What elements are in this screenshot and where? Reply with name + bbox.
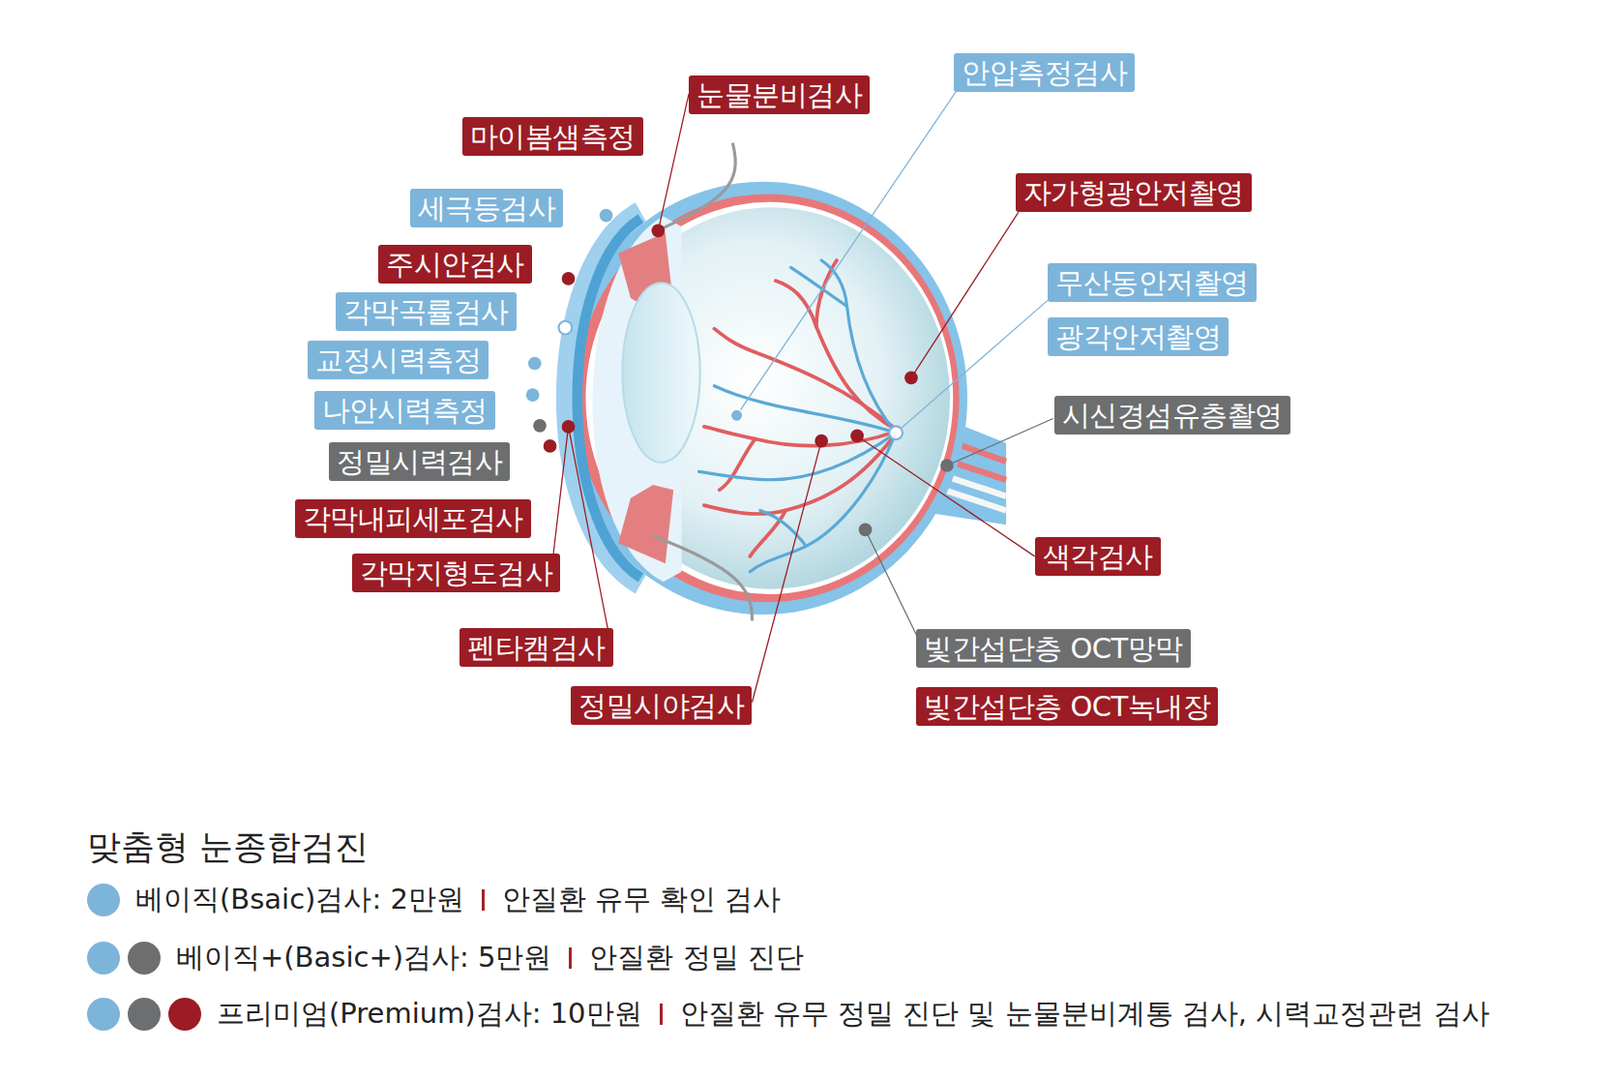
test-label-box: 각막곡률검사: [335, 292, 517, 331]
test-label-box: 시신경섬유층촬영: [1054, 395, 1291, 435]
legend-swatch: [127, 997, 161, 1031]
diagram-title: 맞춤형 눈종합검진: [87, 824, 369, 870]
test-label-box: 정밀시야검사: [570, 685, 752, 725]
test-label: 교정시력측정: [315, 343, 481, 377]
test-label: 안압측정검사: [961, 56, 1127, 89]
test-label: 주시안검사: [385, 247, 525, 281]
test-label: 각막내피세포검사: [302, 502, 524, 535]
legend-swatch: [87, 941, 120, 975]
test-label: 세극등검사: [417, 191, 557, 225]
test-label: 펜타캠검사: [467, 630, 606, 664]
legend-text: 프리미엄(Premium)검사: 10만원: [216, 994, 643, 1034]
legend-swatch: [87, 883, 120, 917]
test-label-box: 교정시력측정: [307, 340, 489, 380]
test-label-box: 각막내피세포검사: [295, 499, 532, 538]
test-label: 빛간섭단층 OCT망막: [923, 631, 1184, 665]
legend-text: 베이직(Bsaic)검사: 2만원: [135, 880, 465, 919]
test-label-box: 마이봄샘측정: [462, 117, 644, 156]
legend-description: 안질환 유무 확인 검사: [502, 880, 782, 919]
legend-text: 베이직+(Basic+)검사: 5만원: [176, 938, 552, 978]
test-label: 각막지형도검사: [359, 556, 554, 590]
test-label-box: 무산동안저촬영: [1047, 263, 1257, 302]
test-label: 시신경섬유층촬영: [1062, 398, 1283, 432]
test-label-box: 나안시력측정: [314, 390, 496, 430]
test-label: 색각검사: [1042, 539, 1154, 573]
test-label-box: 각막지형도검사: [352, 553, 562, 593]
test-label-box: 광각안저촬영: [1047, 317, 1229, 356]
legend-description: 안질환 유무 정밀 진단 및 눈물분비계통 검사, 시력교정관련 검사: [680, 994, 1490, 1034]
test-label-box: 주시안검사: [378, 244, 533, 284]
test-label-box: 안압측정검사: [953, 53, 1135, 92]
test-label: 빛간섭단층 OCT녹내장: [923, 689, 1211, 723]
test-label: 자가형광안저촬영: [1023, 176, 1245, 209]
separator-bar: [481, 888, 485, 911]
legend-row: 베이직(Bsaic)검사: 2만원 안질환 유무 확인 검사: [87, 880, 782, 919]
test-label: 광각안저촬영: [1055, 320, 1221, 354]
test-label: 무산동안저촬영: [1055, 266, 1249, 299]
test-label-box: 정밀시력검사: [328, 442, 510, 481]
test-label-box: 빛간섭단층 OCT녹내장: [916, 686, 1218, 726]
test-label-box: 눈물분비검사: [688, 75, 870, 115]
test-label: 나안시력측정: [322, 393, 488, 427]
separator-bar: [659, 1003, 663, 1025]
test-label: 마이봄샘측정: [470, 119, 636, 153]
test-label-box: 자가형광안저촬영: [1015, 173, 1252, 212]
legend-row: 프리미엄(Premium)검사: 10만원 안질환 유무 정밀 진단 및 눈물분비…: [87, 994, 1490, 1034]
test-label-box: 빛간섭단층 OCT망막: [916, 628, 1191, 668]
legend-row: 베이직+(Basic+)검사: 5만원 안질환 정밀 진단: [87, 938, 804, 978]
legend-swatch: [127, 941, 161, 975]
test-label: 각막곡률검사: [343, 295, 509, 328]
legend-swatch: [87, 997, 120, 1031]
legend-swatch: [168, 997, 202, 1031]
test-label: 정밀시력검사: [336, 444, 503, 478]
separator-bar: [568, 947, 572, 969]
test-label-box: 색각검사: [1035, 536, 1161, 576]
legend-description: 안질환 정밀 진단: [589, 938, 803, 978]
test-label-box: 펜타캠검사: [459, 627, 614, 667]
test-label: 정밀시야검사: [578, 688, 744, 722]
test-label: 눈물분비검사: [696, 78, 862, 112]
test-label-box: 세극등검사: [410, 188, 564, 228]
